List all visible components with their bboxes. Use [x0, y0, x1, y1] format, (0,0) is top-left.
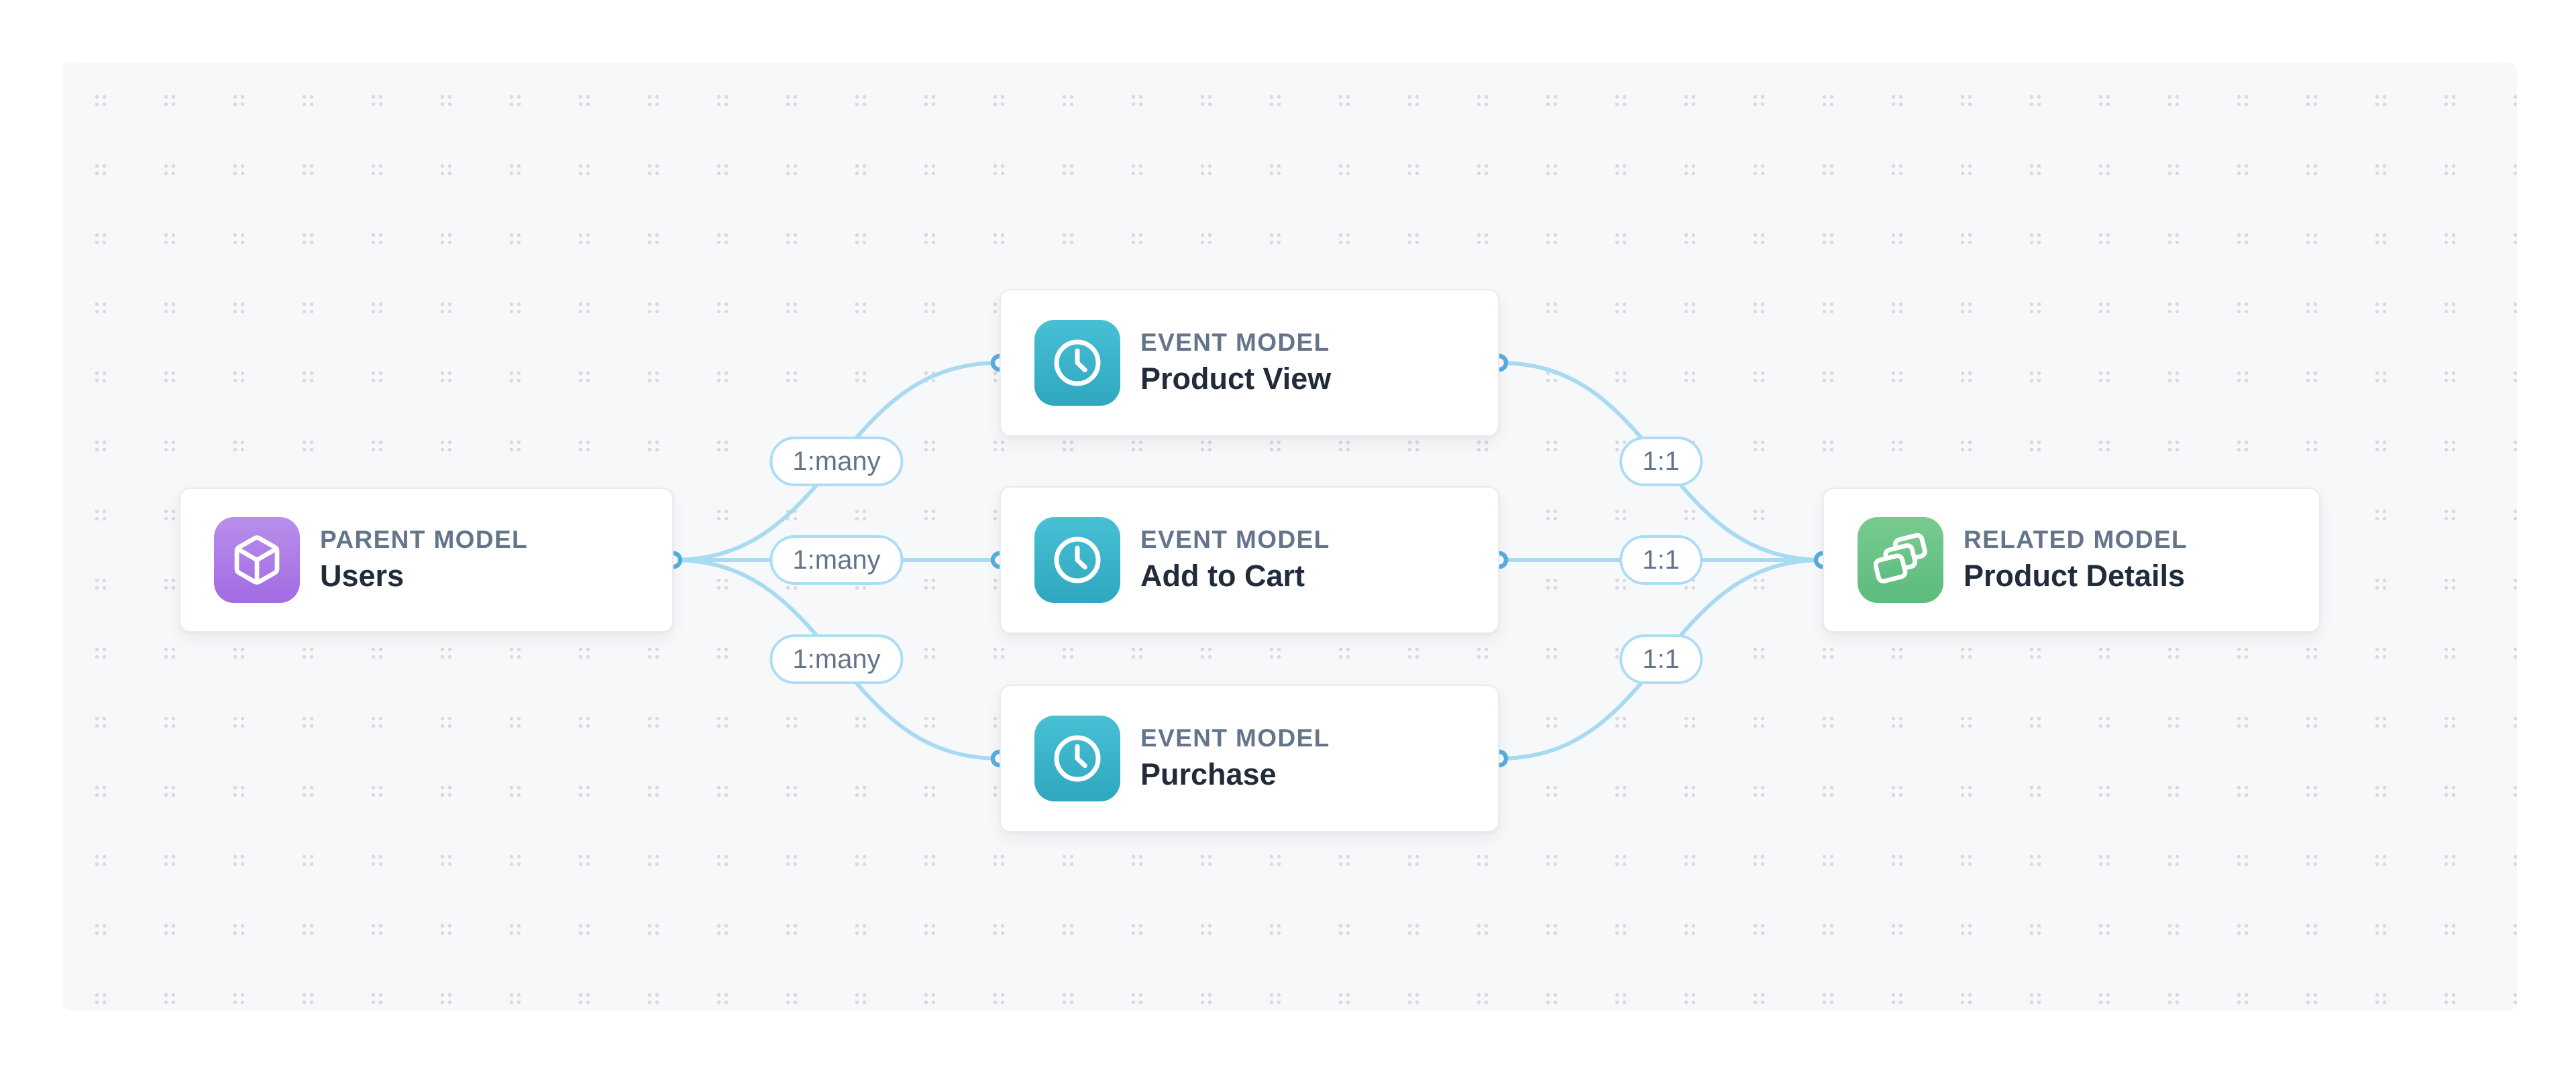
node-product-details[interactable]: RELATED MODEL Product Details	[1823, 488, 2320, 632]
edge-label-pill: 1:many	[769, 437, 904, 486]
edge-label-pill: 1:many	[769, 535, 904, 585]
node-type-label: EVENT MODEL	[1140, 328, 1330, 356]
edge-label-pill: 1:1	[1619, 535, 1703, 585]
node-text: PARENT MODEL Users	[320, 526, 528, 594]
node-name: Purchase	[1140, 757, 1277, 792]
layers-icon	[1858, 517, 1943, 603]
node-text: EVENT MODEL Purchase	[1140, 724, 1330, 792]
edge-label-pill: 1:1	[1619, 437, 1703, 486]
node-type-label: PARENT MODEL	[320, 525, 529, 553]
node-name: Users	[320, 559, 405, 594]
edge-label-pill: 1:1	[1619, 634, 1703, 684]
node-name: Product Details	[1964, 559, 2186, 594]
node-type-label: EVENT MODEL	[1140, 724, 1330, 752]
node-type-label: RELATED MODEL	[1964, 525, 2188, 553]
clock-icon	[1034, 320, 1120, 406]
node-name: Product View	[1140, 361, 1332, 396]
box-icon	[214, 517, 300, 603]
node-type-label: EVENT MODEL	[1140, 525, 1330, 553]
node-product-view[interactable]: EVENT MODEL Product View	[1000, 289, 1499, 437]
node-text: EVENT MODEL Product View	[1140, 329, 1331, 396]
node-purchase[interactable]: EVENT MODEL Purchase	[1000, 685, 1499, 832]
node-add-to-cart[interactable]: EVENT MODEL Add to Cart	[1000, 486, 1499, 634]
node-text: EVENT MODEL Add to Cart	[1140, 526, 1330, 594]
node-name: Add to Cart	[1140, 559, 1305, 594]
edge-label-pill: 1:many	[769, 634, 904, 684]
node-users[interactable]: PARENT MODEL Users	[179, 488, 674, 632]
clock-icon	[1034, 716, 1120, 801]
clock-icon	[1034, 517, 1120, 603]
node-text: RELATED MODEL Product Details	[1964, 526, 2188, 594]
